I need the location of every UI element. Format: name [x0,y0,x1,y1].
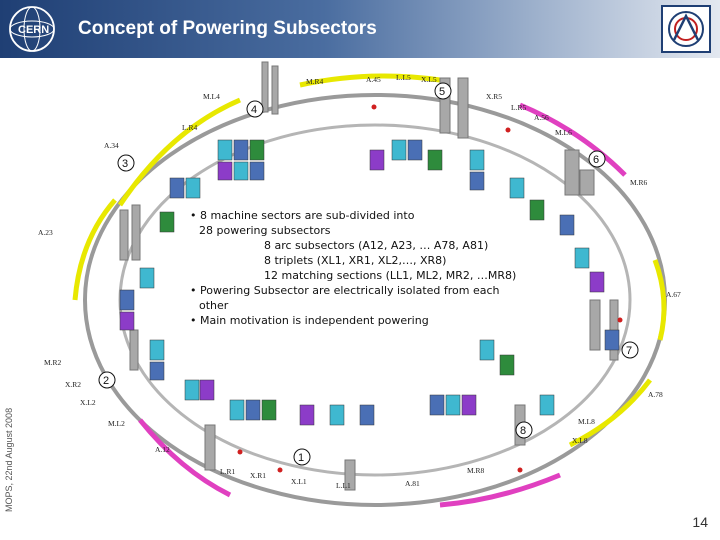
ring-label: A.67 [666,290,681,299]
arc-a78 [568,378,652,448]
point-2: 2 [103,375,109,387]
ring-label: M.L8 [578,417,595,426]
ring-label: X.L1 [291,477,307,486]
point-7: 7 [626,345,632,357]
ring-label: A.12 [155,445,170,454]
bullet-subitem: 8 triplets (XL1, XR1, XL2,…, XR8) [264,254,447,267]
ring-label: X.R5 [486,92,502,101]
bullet-item: other [199,299,229,312]
ring-label: A.34 [104,141,119,150]
cern-logo-text: CERN [18,24,49,36]
bullet-list: • 8 machine sectors are sub-divided into… [190,208,550,328]
ring-label: A.45 [366,75,381,84]
ring-label: L.R5 [511,103,526,112]
bullet-item: • 8 machine sectors are sub-divided into [190,209,415,222]
ring-label: M.L4 [203,92,220,101]
ring-label: M.R2 [44,358,62,367]
bullet-item: • Powering Subsector are electrically is… [190,284,500,297]
header-bar: CERN Concept of Powering Subsectors [0,0,720,58]
arc-a81 [439,472,561,508]
bullet-subitem: 12 matching sections (LL1, ML2, MR2, …MR… [264,269,517,282]
ae-logo-icon [661,5,711,53]
point-5: 5 [439,86,445,98]
bullet-subitem: 8 arc subsectors (A12, A23, … A78, A81) [264,239,489,252]
ring-label: X.L2 [80,398,96,407]
cern-logo-icon: CERN [9,6,55,52]
ring-label: L.R4 [182,123,197,132]
page-number: 14 [692,514,708,530]
ring-label: X.R1 [250,471,266,480]
ring-label: X.R2 [65,380,81,389]
bullet-item: 28 powering subsectors [199,224,331,237]
ring-label: L.R1 [220,467,235,476]
ring-label: A.78 [648,390,663,399]
ring-label: A.23 [38,228,53,237]
ring-label: A.56 [534,113,549,122]
arc-a56 [519,102,627,177]
point-1: 1 [298,452,304,464]
point-8: 8 [520,425,526,437]
arc-a12 [138,418,232,498]
page-title: Concept of Powering Subsectors [78,18,377,39]
ring-label: A.81 [405,479,420,488]
arc-a67 [652,259,667,341]
ring-label: X.L5 [421,75,437,84]
point-3: 3 [122,158,128,170]
point-4: 4 [251,104,257,116]
arc-a23 [72,198,117,301]
ring-label: L.L1 [336,481,351,490]
ring-label: M.R6 [630,178,648,187]
ring-label: M.L2 [108,419,125,428]
point-6: 6 [593,154,599,166]
arc-top [299,73,441,88]
bullet-item: • Main motivation is independent powerin… [190,314,429,327]
ring-label: M.R8 [467,466,485,475]
ring-label: M.L6 [555,128,572,137]
ring-label: L.L5 [396,73,411,82]
side-footer-text: MOPS, 22nd August 2008 [4,407,14,512]
arc-a34 [117,97,241,207]
ring-label: X.L8 [572,436,588,445]
ring-label: M.R4 [306,77,324,86]
